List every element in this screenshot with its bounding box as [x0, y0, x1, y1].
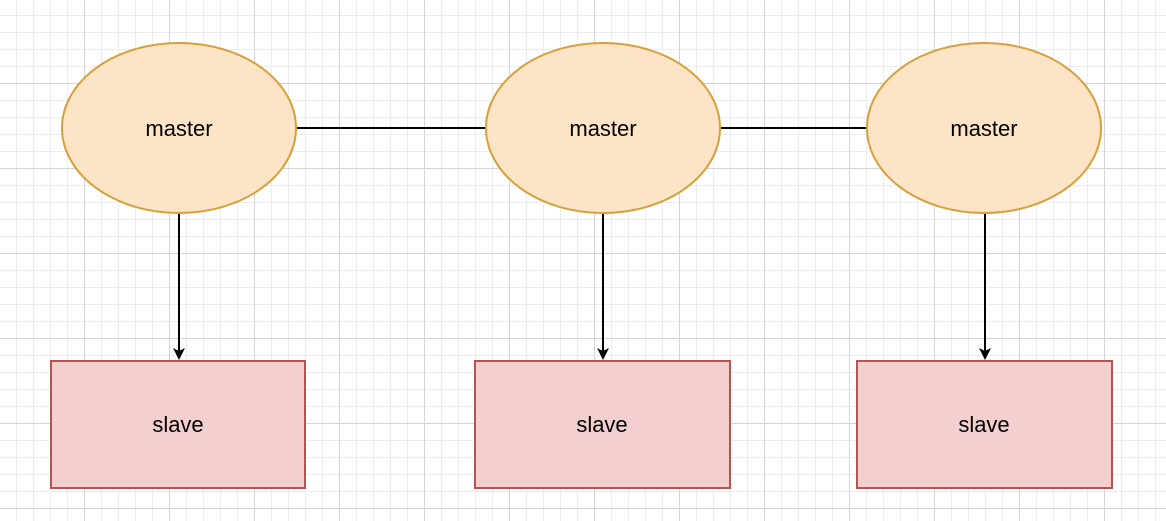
slave-node-1[interactable]: slave: [50, 360, 306, 489]
slave-node-2[interactable]: slave: [474, 360, 731, 489]
slave-box: [474, 360, 731, 489]
master-node-2[interactable]: master: [485, 42, 721, 214]
master-ellipse: [61, 42, 297, 214]
master-node-3[interactable]: master: [866, 42, 1102, 214]
slave-label: slave: [576, 412, 627, 437]
master-ellipse: [866, 42, 1102, 214]
slave-label: slave: [152, 412, 203, 437]
slave-node-3[interactable]: slave: [856, 360, 1113, 489]
master-node-1[interactable]: master: [61, 42, 297, 214]
slave-box: [50, 360, 306, 489]
master-label: master: [569, 116, 636, 141]
master-label: master: [950, 116, 1017, 141]
slave-box: [856, 360, 1113, 489]
slave-label: slave: [958, 412, 1009, 437]
master-label: master: [145, 116, 212, 141]
master-ellipse: [485, 42, 721, 214]
